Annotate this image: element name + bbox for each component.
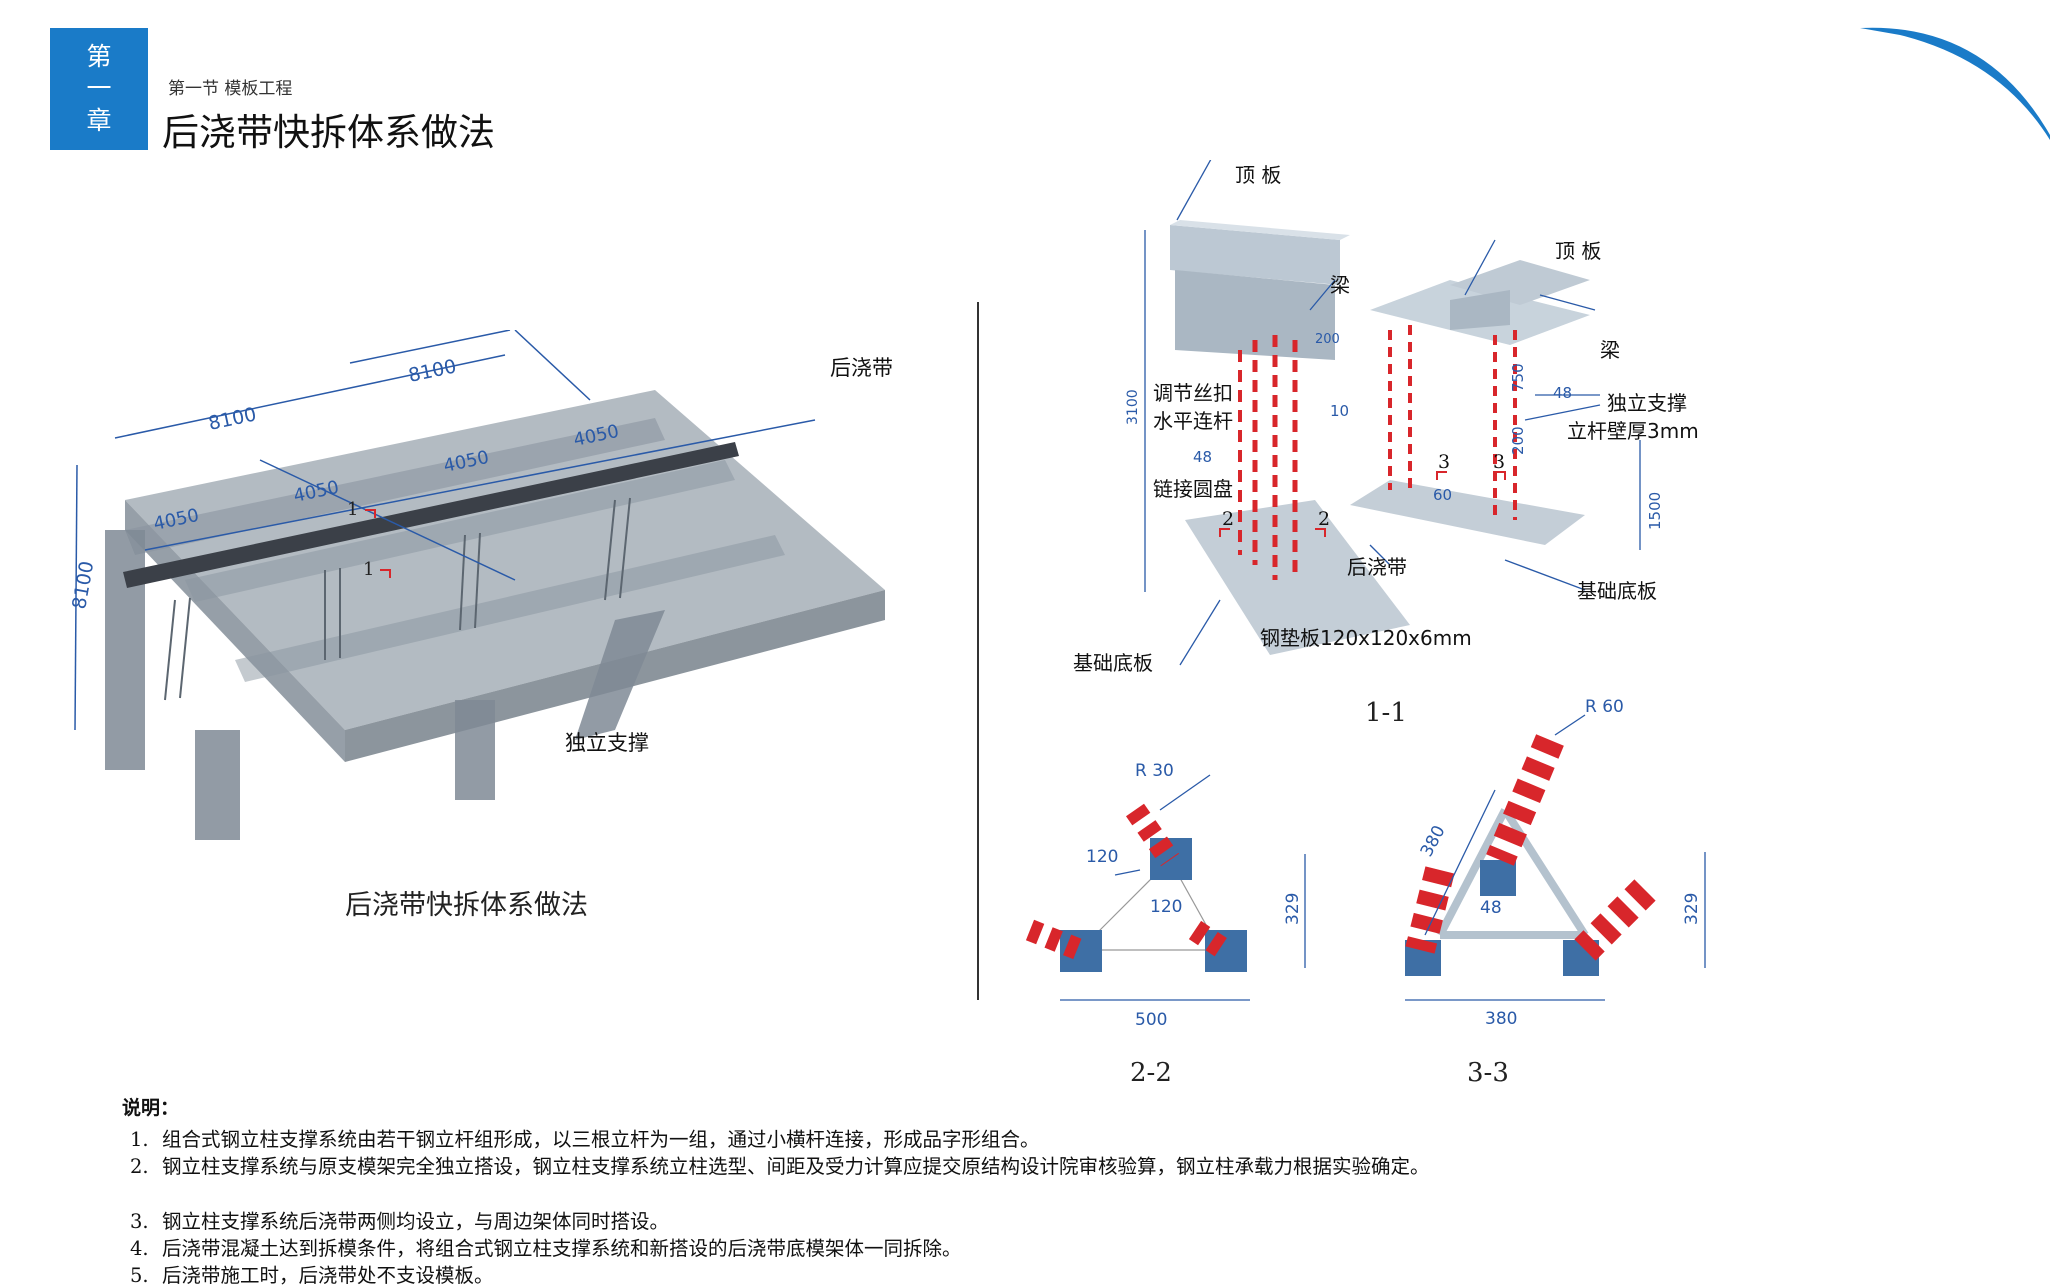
roof-slab <box>1170 225 1340 285</box>
adjust-screw-label: 调节丝扣 <box>1153 381 1233 405</box>
chapter-char-2: 一 <box>86 74 112 103</box>
beam <box>1175 270 1335 360</box>
dim-label: 8100 <box>68 559 98 610</box>
dim-label: 750 <box>1509 363 1527 392</box>
chapter-char-3: 章 <box>86 106 112 135</box>
steel-plate-label: 钢垫板120x120x6mm <box>1260 626 1472 650</box>
roof-slab-label: 顶 板 <box>1235 163 1281 187</box>
column <box>105 530 145 770</box>
section-mark: 3 <box>1438 451 1450 473</box>
beam-label: 梁 <box>1600 338 1620 362</box>
note-text: 组合式钢立柱支撑系统由若干钢立杆组形成，以三根立杆为一组，通过小横杆连接，形成品… <box>162 1128 1040 1151</box>
section-mark: 1 <box>363 559 374 580</box>
page-title: 后浇带快拆体系做法 <box>162 111 495 154</box>
note-number: 3. <box>130 1210 149 1233</box>
beam-label: 梁 <box>1330 273 1350 297</box>
dim-label: 8100 <box>406 355 458 387</box>
horizontal-bar-label: 水平连杆 <box>1153 409 1233 433</box>
support-pole <box>1486 734 1564 866</box>
support-pole <box>1188 920 1232 960</box>
dim-label: 329 <box>1283 893 1303 925</box>
section-mark: 3 <box>1493 451 1505 473</box>
dim-label: 120 <box>1086 847 1118 867</box>
link-disc-label: 链接圆盘 <box>1153 477 1233 501</box>
dim-label: 120 <box>1150 897 1182 917</box>
dim-label: 380 <box>1417 822 1450 860</box>
section-label: 第一节 模板工程 <box>168 79 293 99</box>
dim-label: 10 <box>1330 402 1349 420</box>
note-number: 2. <box>130 1155 149 1178</box>
section-3-3-caption: 3-3 <box>1467 1058 1509 1088</box>
pole-thickness-label: 立杆壁厚3mm <box>1567 419 1699 443</box>
dim-label: 3100 <box>1125 389 1141 425</box>
section-mark: 2 <box>1318 508 1330 530</box>
support-pole <box>1405 866 1455 954</box>
note-item: 5. 后浇带施工时，后浇带处不支设模板。 <box>130 1259 494 1288</box>
dim-label: R 60 <box>1585 697 1624 717</box>
note-text: 钢立柱支撑系统与原支模架完全独立搭设，钢立柱支撑系统立柱选型、间距及受力计算应提… <box>162 1155 1430 1178</box>
note-item: 4. 后浇带混凝土达到拆模条件，将组合式钢立柱支撑系统和新搭设的后浇带底模架体一同… <box>130 1232 962 1261</box>
chapter-badge: 第 一 章 <box>50 28 148 150</box>
dim-label: 200 <box>1509 426 1527 455</box>
note-text: 后浇带施工时，后浇带处不支设模板。 <box>162 1264 494 1287</box>
foundation-label: 基础底板 <box>1577 579 1657 603</box>
column <box>455 700 495 800</box>
dim-label: 48 <box>1480 898 1502 918</box>
post-cast-strip-band <box>123 442 739 588</box>
dim-label: 329 <box>1682 893 1702 925</box>
note-item: 3. 钢立柱支撑系统后浇带两侧均设立，与周边架体同时搭设。 <box>130 1205 669 1234</box>
note-number: 5. <box>130 1264 149 1287</box>
support-poles <box>1238 325 1517 580</box>
left-figure-caption: 后浇带快拆体系做法 <box>345 890 588 921</box>
note-text: 钢立柱支撑系统后浇带两侧均设立，与周边架体同时搭设。 <box>162 1210 670 1233</box>
section-mark: 1 <box>347 499 358 520</box>
note-number: 4. <box>130 1237 149 1260</box>
roof-slab-label: 顶 板 <box>1555 239 1601 263</box>
support-pole <box>1574 879 1656 961</box>
section-1-1-caption: 1-1 <box>1365 698 1407 728</box>
dim-label: 200 <box>1315 332 1340 347</box>
note-number: 1. <box>130 1128 149 1151</box>
dim-label: R 30 <box>1135 761 1174 781</box>
section-2-2-caption: 2-2 <box>1130 1058 1172 1088</box>
foundation-label: 基础底板 <box>1073 651 1153 675</box>
support-pole <box>1025 919 1085 961</box>
corner-decoration <box>1860 0 2050 140</box>
section-2-2-figure: R 30 120 120 329 500 <box>1025 761 1306 1030</box>
note-text: 后浇带混凝土达到拆模条件，将组合式钢立柱支撑系统和新搭设的后浇带底模架体一同拆除… <box>162 1237 962 1260</box>
notes-block: 说明： 1. 组合式钢立柱支撑系统由若干钢立杆组形成，以三根立杆为一组，通过小横杆… <box>122 1093 1430 1287</box>
independent-support-label: 独立支撑 <box>1607 391 1687 415</box>
notes-heading: 说明： <box>122 1097 180 1119</box>
dim-label: 380 <box>1485 1009 1517 1029</box>
divider-line <box>977 302 979 1000</box>
dim-label: 500 <box>1135 1010 1167 1030</box>
left-3d-figure: 8100 8100 8100 4050 4050 4050 4050 1 1 后… <box>68 330 893 840</box>
note-item: 1. 组合式钢立柱支撑系统由若干钢立杆组形成，以三根立杆为一组，通过小横杆连接，形… <box>130 1123 1040 1152</box>
foundation-slab <box>1350 480 1585 545</box>
support-pole <box>1125 803 1180 867</box>
support-group <box>164 497 631 701</box>
section-mark: 2 <box>1222 508 1234 530</box>
dim-label: 48 <box>1553 384 1572 402</box>
independent-support-label: 独立支撑 <box>565 731 649 755</box>
column <box>575 610 665 740</box>
dim-label: 8100 <box>206 403 258 435</box>
dim-label: 60 <box>1433 486 1452 504</box>
post-cast-strip-label: 后浇带 <box>830 356 893 380</box>
section-3-3-figure: R 60 380 48 329 380 <box>1405 697 1706 1029</box>
note-item: 2. 钢立柱支撑系统与原支模架完全独立搭设，钢立柱支撑系统立柱选型、间距及受力计算… <box>130 1150 1430 1179</box>
dim-label: 48 <box>1193 448 1212 466</box>
dim-label: 1500 <box>1646 492 1664 530</box>
chapter-char-1: 第 <box>86 42 112 71</box>
post-cast-strip-label: 后浇带 <box>1347 555 1407 579</box>
column <box>195 730 240 840</box>
section-1-1-figure: 顶 板 顶 板 梁 梁 调节丝扣 水平连杆 链接圆盘 独立支撑 立杆壁厚3mm … <box>1073 160 1699 675</box>
